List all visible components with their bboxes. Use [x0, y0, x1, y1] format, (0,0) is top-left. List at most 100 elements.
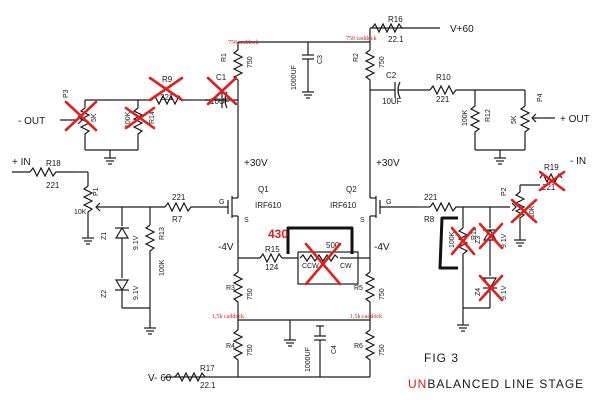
r19-ref: R19 — [544, 163, 559, 172]
figure-title-highlight: UN — [408, 377, 427, 391]
r11-resistor: 100K R11 — [449, 227, 478, 262]
caddock-750-left: 750 caddock — [228, 40, 259, 46]
r11-value: 100K — [449, 231, 456, 248]
r15-resistor: R15 124 — [238, 245, 300, 272]
ground-top-right — [494, 150, 506, 165]
r1-ref: R1 — [221, 53, 228, 62]
r12-ref: R12 — [485, 109, 492, 122]
r2-value: 750 — [379, 56, 386, 68]
r13-value: 100K — [159, 259, 166, 276]
r18-resistor: R18 221 — [29, 159, 75, 190]
ground-p2 — [514, 239, 526, 247]
r8-resistor: 221 R8 — [424, 193, 460, 224]
x-mark-c1 — [206, 76, 238, 106]
r8-ref: R8 — [424, 215, 435, 224]
p3-ref: P3 — [63, 89, 70, 98]
r4-value: 750 — [247, 344, 254, 356]
positive-rail — [237, 27, 440, 55]
p1-potentiometer: P1 10K — [74, 185, 115, 230]
r5-value: 750 — [379, 288, 386, 300]
x-mark-z3 — [478, 222, 504, 250]
r1-resistor: R1 750 — [221, 49, 254, 90]
q2-source-pin: S — [360, 217, 365, 224]
figure-number: FIG 3 — [424, 351, 459, 365]
mid-ground — [284, 339, 296, 347]
figure-title-rest: BALANCED LINE STAGE — [427, 377, 584, 391]
q1-mosfet: Q1 IRF610 G S — [195, 185, 282, 258]
r8-value: 221 — [424, 193, 438, 202]
plus30v-right: +30V — [376, 158, 400, 169]
p1-value: 10K — [74, 209, 87, 216]
x-mark-p3 — [64, 100, 98, 132]
c1-value: 10UF — [210, 97, 230, 106]
caddock-15k-left: 1,5k caddock — [212, 314, 244, 320]
x-mark-p2 — [510, 198, 538, 224]
v-neg60-label: V- 60 — [148, 373, 172, 384]
r4-resistor: R4 750 — [226, 329, 254, 362]
ground-p1 — [82, 237, 94, 245]
z1-zener: Z1 9.1V — [101, 226, 140, 278]
r17-ref: R17 — [200, 364, 215, 373]
p5-value: 500 — [326, 241, 340, 250]
r5-resistor: R5 750 — [354, 271, 386, 310]
r17-resistor: R17 22.1 — [174, 364, 216, 390]
r6-resistor: R6 750 — [354, 329, 386, 362]
r2-ref: R2 — [353, 53, 360, 62]
r1-value: 750 — [247, 56, 254, 68]
p3-value: 5K — [91, 113, 98, 122]
r15-ref: R15 — [265, 245, 280, 254]
r7-ref: R7 — [172, 215, 183, 224]
out-plus-port: + OUT — [560, 114, 590, 125]
r14-resistor: 100K R14 — [125, 107, 156, 150]
p4-ref: P4 — [537, 93, 544, 102]
r9-value: 221 — [160, 93, 174, 102]
c1-ref: C1 — [216, 73, 227, 82]
r11-bypass-mark — [438, 216, 458, 270]
r16-resistor: R16 22.1 — [371, 15, 404, 44]
p2-value: 10K — [529, 205, 536, 218]
r10-ref: R10 — [436, 73, 451, 82]
z1-ref: Z1 — [101, 232, 108, 240]
ground-left-bottom — [144, 327, 156, 335]
figure-title: UNBALANCED LINE STAGE — [408, 377, 584, 391]
z3-ref: Z3 — [475, 236, 482, 244]
r13-resistor: R13 100K — [144, 224, 166, 280]
c4-ref: C4 — [331, 345, 338, 354]
ground-top-left — [104, 150, 116, 165]
z4-value: 9.1V — [501, 285, 508, 300]
r19-value: 221 — [542, 183, 556, 192]
p2-ref: P2 — [501, 187, 508, 196]
c3-capacitor: 1000UF C3 — [291, 54, 324, 99]
x-mark-r19 — [538, 170, 566, 192]
z4-ref: Z4 — [475, 288, 482, 296]
r12-value: 100K — [462, 109, 469, 126]
r2-resistor: R2 750 — [353, 49, 386, 90]
r11-ref: R11 — [471, 228, 478, 240]
r18-ref: R18 — [46, 159, 61, 168]
in-minus-port: - IN — [570, 156, 586, 167]
negative-rail — [165, 362, 371, 378]
r7-value: 221 — [172, 193, 186, 202]
v-pos60-label: V+60 — [450, 24, 474, 35]
x-mark-p5 — [304, 242, 342, 286]
z2-zener: Z2 9.1V — [101, 279, 140, 308]
q1-value: IRF610 — [255, 201, 282, 210]
z1-value: 9.1V — [133, 235, 140, 250]
replacement-value-430: 430 — [268, 227, 288, 241]
c4-capacitor: 1000UF C4 — [305, 325, 338, 372]
r17-value: 22.1 — [200, 381, 216, 390]
r9-ref: R9 — [162, 75, 173, 84]
r3-value: 750 — [247, 288, 254, 300]
caddock-15k-right: 1,5k caddock — [350, 314, 382, 320]
r14-value: 100K — [125, 111, 132, 128]
x-mark-r9 — [148, 76, 184, 102]
c2-capacitor: C2 10UF — [382, 71, 430, 106]
z4-zener: Z4 9.1V — [475, 277, 508, 308]
p5-cw-pin: CW — [340, 263, 352, 270]
r6-ref: R6 — [354, 343, 363, 350]
p4-potentiometer: P4 5K — [511, 90, 555, 150]
q2-gate-pin: G — [386, 199, 391, 206]
r3-ref: R3 — [226, 285, 235, 292]
removal-marks — [64, 76, 566, 302]
ground-right-bottom — [457, 324, 469, 332]
